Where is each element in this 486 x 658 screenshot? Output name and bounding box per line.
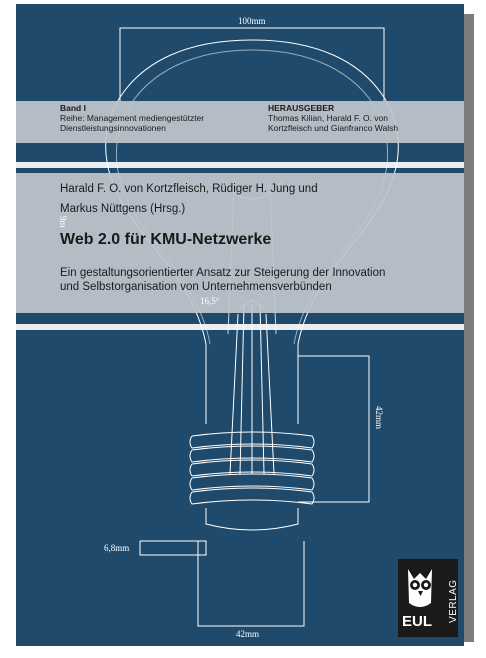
series-info: Band I Reihe: Management mediengestützte… [60,103,204,133]
white-stripe-bottom [16,324,464,330]
logo-vertical-text: VERLAG [448,579,459,623]
dimension-thread [139,540,207,556]
book-title: Web 2.0 für KMU-Netzwerke [60,231,272,248]
screw-thread [189,431,315,505]
subtitle-line-2: und Selbstorganisation von Unternehmensv… [60,281,332,293]
series-band [16,101,464,143]
subtitle-line-1: Ein gestaltungsorientierter Ansatz zur S… [60,267,386,279]
white-stripe-top [16,162,464,168]
title-band [16,173,464,313]
measure-height: 42mm [374,406,384,430]
dimension-bottom [197,541,305,627]
series-line-1: Reihe: Management mediengestützter [60,113,205,123]
editors-info: HERAUSGEBER Thomas Kilian, Harald F. O. … [268,103,398,133]
band-label: Band I [60,103,86,113]
owl-icon [408,569,432,607]
series-line-2: Dienstleistungsinnovationen [60,123,166,133]
measure-angle: 16,5° [200,296,220,306]
measure-top-width: 100mm [238,16,266,26]
book-subtitle: Ein gestaltungsorientierter Ansatz zur S… [60,266,385,294]
publisher-logo: EUL VERLAG [398,559,459,637]
dimension-height [298,355,370,503]
editors-line-1: Thomas Kilian, Harald F. O. von [268,113,388,123]
book-cover: 100mm 9m 16,5° 42mm 6,8mm 42mm [16,4,464,646]
authors-line-2: Markus Nüttgens (Hrsg.) [60,203,186,215]
editors-line-2: Kortzfleisch und Gianfranco Walsh [268,123,399,133]
dimension-box-top [119,27,385,102]
logo-text: EUL [402,613,432,630]
measure-bottom-width: 42mm [236,629,260,639]
measure-thread: 6,8mm [104,543,130,553]
editors-heading: HERAUSGEBER [268,103,335,113]
authors: Harald F. O. von Kortzfleisch, Rüdiger H… [60,181,318,218]
authors-line-1: Harald F. O. von Kortzfleisch, Rüdiger H… [60,183,318,195]
